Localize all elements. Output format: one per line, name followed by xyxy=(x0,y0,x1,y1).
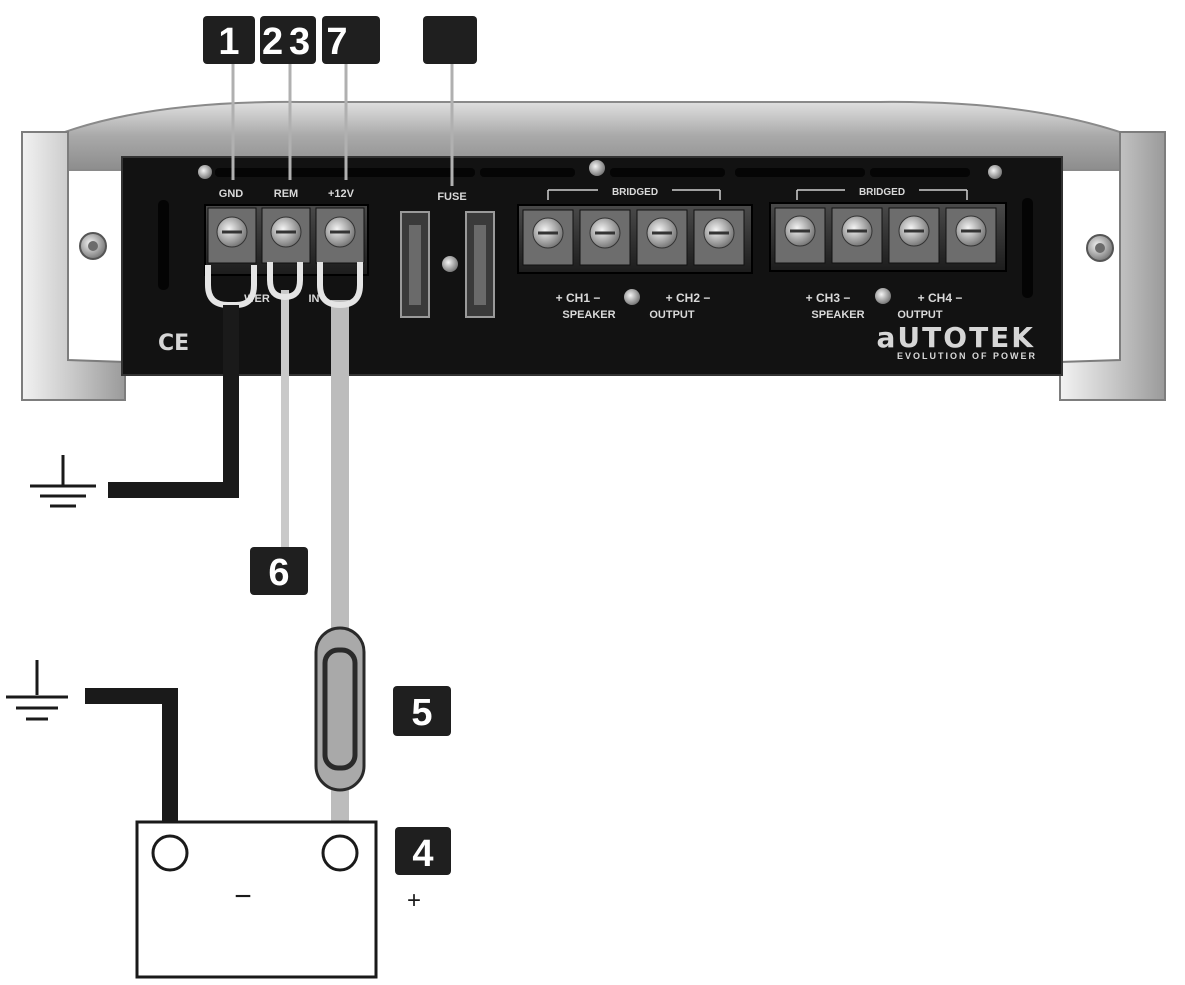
callout-badge-6 xyxy=(250,547,308,595)
ch4-label: + CH4 − xyxy=(918,291,963,305)
ch4-plus-screw-icon xyxy=(888,207,940,264)
blade-fuse-left-icon xyxy=(400,211,430,318)
speaker-label-left: SPEAKER xyxy=(562,309,615,321)
output-label-right: OUTPUT xyxy=(897,309,943,321)
led-ch1-ch2-icon xyxy=(624,289,640,305)
v12-ring-terminal-icon xyxy=(317,262,363,309)
ground-symbol-top-icon xyxy=(30,455,96,508)
battery-positive-terminal-icon xyxy=(321,834,359,872)
callout-badges: 1 2 3 7 xyxy=(203,16,477,64)
speaker-label-right: SPEAKER xyxy=(811,309,864,321)
inline-fuse-icon xyxy=(314,626,366,792)
v12-label: +12V xyxy=(328,188,355,200)
speaker-output-ch1-ch2: BRIDGED + CH1 − + CH2 − SPEAKER OUTPUT xyxy=(517,183,753,321)
amp-ground-wire xyxy=(108,330,239,498)
callout-badge-fuse xyxy=(423,16,477,64)
battery-plus-label: + xyxy=(407,887,421,914)
power-terminal-block: GND REM +12V WER IN xyxy=(204,188,369,305)
ch3-minus-screw-icon xyxy=(831,207,883,264)
ground-symbol-bottom-icon xyxy=(6,660,68,721)
output-label-left: OUTPUT xyxy=(649,309,695,321)
blade-fuse-right-icon xyxy=(465,211,495,318)
speaker-output-ch3-ch4: BRIDGED + CH3 − + CH4 − SPEAKER OUTPUT xyxy=(769,183,1007,321)
callout-5-label: 5 xyxy=(411,692,432,734)
ch2-label: + CH2 − xyxy=(666,291,711,305)
callout-badge-1 xyxy=(203,16,255,64)
callout-badge-7 xyxy=(322,16,380,64)
bridged-label-left: BRIDGED xyxy=(612,187,658,198)
ch2-minus-screw-icon xyxy=(693,209,745,266)
callout-3-label: 3 xyxy=(289,21,310,63)
callout-2-label: 2 xyxy=(262,21,283,63)
ch2-plus-screw-icon xyxy=(636,209,688,266)
v12-terminal-screw-icon xyxy=(315,207,365,264)
battery-ground-wire xyxy=(85,688,178,845)
brand-tagline: EVOLUTION OF POWER xyxy=(897,351,1037,361)
ch3-label: + CH3 − xyxy=(806,291,851,305)
fuse-screw-icon xyxy=(442,256,458,272)
ch3-plus-screw-icon xyxy=(774,207,826,264)
callout-badge-4 xyxy=(395,827,451,875)
power-input-label-right: IN xyxy=(309,293,320,305)
callout-1-label: 1 xyxy=(218,21,239,63)
rem-label: REM xyxy=(274,188,298,200)
fuse-block: FUSE xyxy=(400,191,495,318)
callout-badge-2-3 xyxy=(260,16,316,64)
ch1-plus-screw-icon xyxy=(522,209,574,266)
gnd-label: GND xyxy=(219,188,244,200)
rem-terminal-screw-icon xyxy=(261,207,311,264)
ch1-label: + CH1 − xyxy=(556,291,601,305)
amplifier-housing xyxy=(21,100,1166,401)
ch4-minus-screw-icon xyxy=(945,207,997,264)
led-ch3-ch4-icon xyxy=(875,288,891,304)
gnd-terminal-screw-icon xyxy=(207,207,257,264)
callout-7-label: 7 xyxy=(326,21,347,63)
bridged-label-right: BRIDGED xyxy=(859,187,905,198)
ch1-minus-screw-icon xyxy=(579,209,631,266)
ce-mark: CE xyxy=(158,331,189,356)
fuse-label: FUSE xyxy=(437,191,466,203)
callout-6-label: 6 xyxy=(268,552,289,594)
rem-ring-terminal-icon xyxy=(267,262,303,301)
callout-4-label: 4 xyxy=(412,833,433,875)
battery-negative-terminal-icon xyxy=(151,834,189,872)
callout-badge-5 xyxy=(393,686,451,736)
battery-icon: − + xyxy=(135,820,421,979)
callout-leader-lines xyxy=(231,64,454,186)
battery-minus-label: − xyxy=(234,880,252,913)
brand-logo: aUTOTEK xyxy=(877,321,1035,354)
